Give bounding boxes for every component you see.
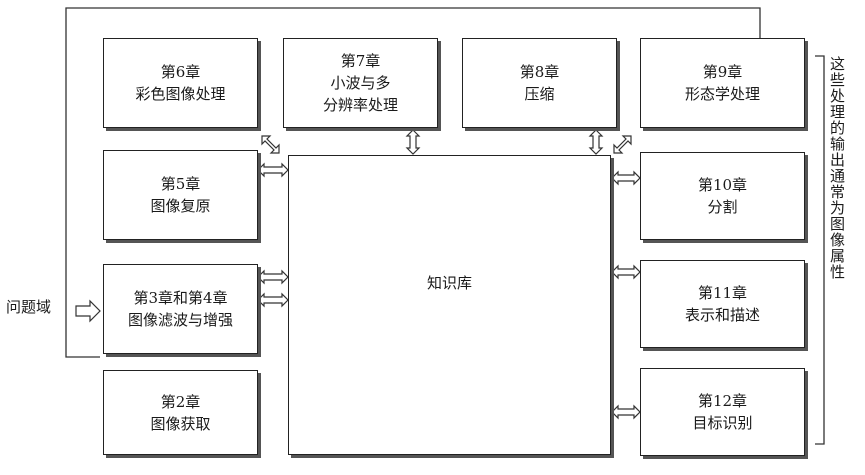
chapter-9-number: 第9章 [702, 63, 743, 81]
chapter-7-box: 第7章 小波与多 分辨率处理 [283, 38, 438, 128]
chapter-7-title-line1: 小波与多 [330, 74, 391, 92]
knowledge-base-box: 知识库 [288, 155, 611, 455]
chapter-9-title: 形态学处理 [684, 85, 760, 103]
chapter-8-title: 压缩 [524, 85, 555, 103]
chapter-11-title: 表示和描述 [684, 306, 760, 324]
chapter-8-number: 第8章 [519, 63, 560, 81]
chapter-9-box: 第9章 形态学处理 [640, 38, 805, 128]
chapter-6-title: 彩色图像处理 [135, 85, 226, 103]
chapter-2-title: 图像获取 [150, 414, 211, 433]
kb-top-arrows [405, 129, 604, 155]
chapter-2-number: 第2章 [160, 392, 201, 411]
kb-left-arrows [257, 162, 289, 308]
chapter-3-4-box: 第3章和第4章 图像滤波与增强 [103, 264, 258, 354]
chapter-8-box: 第8章 压缩 [462, 38, 617, 128]
chapter-12-title: 目标识别 [692, 414, 753, 432]
chapter-12-box: 第12章 目标识别 [640, 368, 805, 456]
chapter-6-box: 第6章 彩色图像处理 [103, 38, 258, 128]
kb-diagonal-arrows [261, 135, 632, 154]
knowledge-base-label: 知识库 [426, 274, 472, 292]
chapter-2-box: 第2章 图像获取 [103, 370, 258, 455]
problem-domain-label: 问题域 [6, 298, 52, 316]
chapter-3-4-number: 第3章和第4章 [133, 289, 228, 307]
input-arrow [75, 299, 101, 323]
output-attributes-note: 这些处理的输出通常为图像属性 [828, 56, 846, 280]
chapter-11-box: 第11章 表示和描述 [640, 260, 805, 348]
feedback-loop-line [65, 7, 761, 358]
output-bracket [815, 55, 825, 445]
chapter-3-4-title: 图像滤波与增强 [127, 311, 233, 329]
chapter-10-title: 分割 [707, 198, 738, 216]
chapter-11-number: 第11章 [697, 284, 748, 302]
kb-right-arrows [611, 170, 641, 420]
chapter-10-number: 第10章 [697, 176, 748, 194]
chapter-7-title-line2: 分辨率处理 [322, 96, 398, 114]
chapter-7-number: 第7章 [340, 52, 381, 70]
chapter-5-box: 第5章 图像复原 [103, 150, 258, 240]
chapter-12-number: 第12章 [697, 392, 748, 410]
chapter-5-number: 第5章 [160, 175, 201, 193]
chapter-10-box: 第10章 分割 [640, 152, 805, 240]
chapter-5-title: 图像复原 [150, 197, 211, 215]
chapter-6-number: 第6章 [160, 63, 201, 81]
